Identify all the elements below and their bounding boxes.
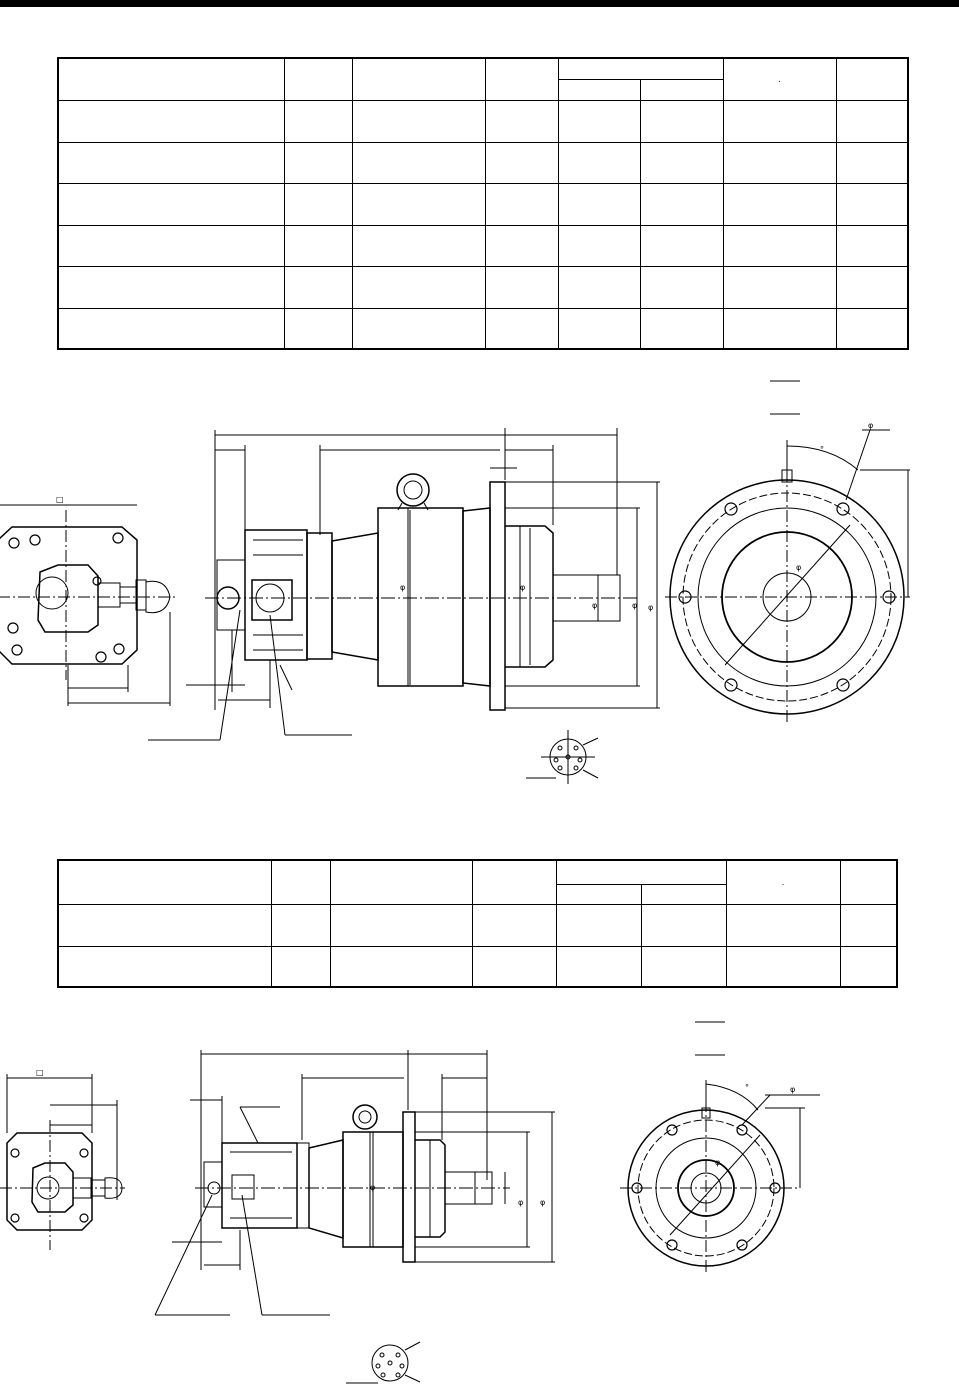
connector-pin-diagram-1 xyxy=(526,730,599,784)
phi-symbol: φ xyxy=(592,601,597,610)
table-row xyxy=(57,903,898,947)
phi-symbol: φ xyxy=(790,1085,795,1094)
table-row xyxy=(57,99,909,143)
table-2-header-cell xyxy=(555,859,727,885)
table-row xyxy=(57,307,909,350)
table-row xyxy=(57,945,898,988)
table-1-header-cell xyxy=(557,78,641,101)
phi-symbol: φ xyxy=(868,421,873,430)
table-1-header-cell xyxy=(351,57,486,101)
table-1-header-cell xyxy=(283,57,353,101)
table-2-header-cell xyxy=(329,859,473,905)
connector-pin-diagram-2 xyxy=(346,1341,421,1384)
degree-symbol: ° xyxy=(820,445,824,454)
square-symbol: □ xyxy=(56,495,64,504)
table-1-header-cell: . xyxy=(722,57,837,101)
table-2-header-cell xyxy=(839,859,898,905)
dimension-table-1: . xyxy=(57,57,909,350)
table-2-header-cell: . xyxy=(725,859,841,905)
table-1-header-cell xyxy=(639,78,724,101)
rear-end-view-2: □ xyxy=(0,1068,125,1250)
phi-symbol: φ xyxy=(540,1198,545,1207)
side-view-2: φ φ φ xyxy=(154,1050,555,1384)
motor-outline-drawing-2: □ xyxy=(0,1021,820,1384)
phi-symbol: φ xyxy=(632,601,637,610)
phi-symbol: φ xyxy=(400,583,405,592)
square-symbol: □ xyxy=(36,1068,44,1077)
side-view-1: φ φ φ φ φ xyxy=(148,428,660,784)
table-2-header-cell xyxy=(640,883,727,905)
table-1-header-cell xyxy=(835,57,909,101)
table-row xyxy=(57,265,909,309)
table-2-header-cell xyxy=(555,883,642,905)
table-row xyxy=(57,141,909,184)
table-row xyxy=(57,224,909,267)
table-1-header-cell xyxy=(484,57,559,101)
motor-outline-drawing-1: □ xyxy=(0,380,910,784)
dimension-table-2: . xyxy=(57,859,898,988)
top-rule xyxy=(0,0,959,7)
front-flange-view-1: φ ° φ xyxy=(665,380,910,725)
rear-end-view-1: □ xyxy=(0,495,175,706)
phi-symbol: φ xyxy=(518,1198,523,1207)
phi-symbol: φ xyxy=(370,1183,375,1192)
table-row xyxy=(57,182,909,226)
phi-symbol: φ xyxy=(796,563,801,572)
phi-symbol: φ xyxy=(520,583,525,592)
phi-symbol: φ xyxy=(715,1158,720,1167)
front-flange-view-2: φ ° φ xyxy=(620,1021,820,1275)
table-2-header-cell xyxy=(471,859,557,905)
phi-symbol: φ xyxy=(648,603,653,612)
table-2-header-cell xyxy=(57,859,272,905)
table-2-header-cell xyxy=(270,859,331,905)
degree-symbol: ° xyxy=(745,1083,749,1092)
table-1-header-cell xyxy=(57,57,285,101)
table-1-header-cell xyxy=(557,57,724,80)
